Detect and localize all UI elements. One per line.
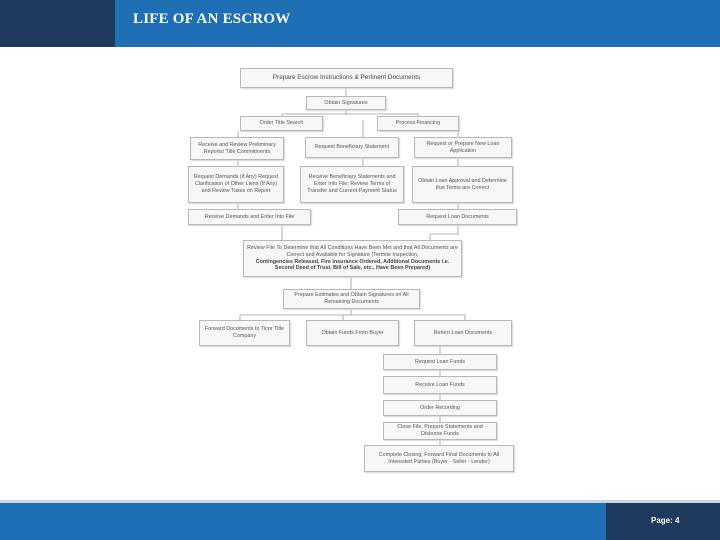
box-prepare-estimates: Prepare Estimates and Obtain Signatures …	[283, 289, 420, 309]
box-request-new-loan-application: Request or Prepare New Loan Application	[414, 137, 512, 158]
box-process-financing: Process Financing	[377, 116, 459, 131]
box-receive-demands: Receive Demands and Enter Into File	[188, 209, 311, 225]
slide-title: LIFE OF AN ESCROW	[133, 11, 291, 27]
footer-right-block	[606, 503, 720, 540]
box-request-loan-documents: Request Loan Documents	[398, 209, 517, 225]
box-complete-closing: Complete Closing; Forward Final Document…	[364, 445, 514, 472]
box-request-beneficiary-statement: Request Beneficiary Statement	[305, 137, 399, 158]
box-prepare-escrow-instructions: Prepare Escrow Instructions & Pertinent …	[240, 68, 453, 88]
box-order-title-search: Order Title Search	[240, 116, 323, 131]
box-return-loan-documents: Return Loan Documents	[414, 320, 512, 346]
header-bar	[115, 0, 720, 47]
box-order-recording: Order Recording	[383, 400, 497, 416]
box-forward-documents-ticor: Forward Documents to Ticor Title Company	[199, 320, 290, 346]
page-number: Page: 4	[651, 516, 680, 525]
box-receive-review-preliminary-reports: Receive and Review Preliminary Reports/ …	[190, 137, 284, 160]
box-request-demands: Request Demands (if Any) Request Clarifi…	[188, 166, 284, 203]
box-receive-beneficiary-statements: Receive Beneficiary Statements and Enter…	[300, 166, 404, 203]
footer-bar	[0, 503, 606, 540]
box-obtain-loan-approval: Obtain Loan Approval and Determine that …	[412, 166, 513, 203]
box-receive-loan-funds: Receive Loan Funds	[383, 376, 497, 394]
box-obtain-funds-buyer: Obtain Funds From Buyer	[306, 320, 399, 346]
footer-divider	[0, 500, 720, 503]
header-left-block	[0, 0, 115, 47]
box-review-file: Review File To Determine that All Condit…	[243, 240, 462, 277]
box-close-file: Close File, Prepare Statements and Disbu…	[383, 422, 497, 440]
box-request-loan-funds: Request Loan Funds	[383, 354, 497, 370]
box-obtain-signatures: Obtain Signatures	[306, 96, 386, 110]
